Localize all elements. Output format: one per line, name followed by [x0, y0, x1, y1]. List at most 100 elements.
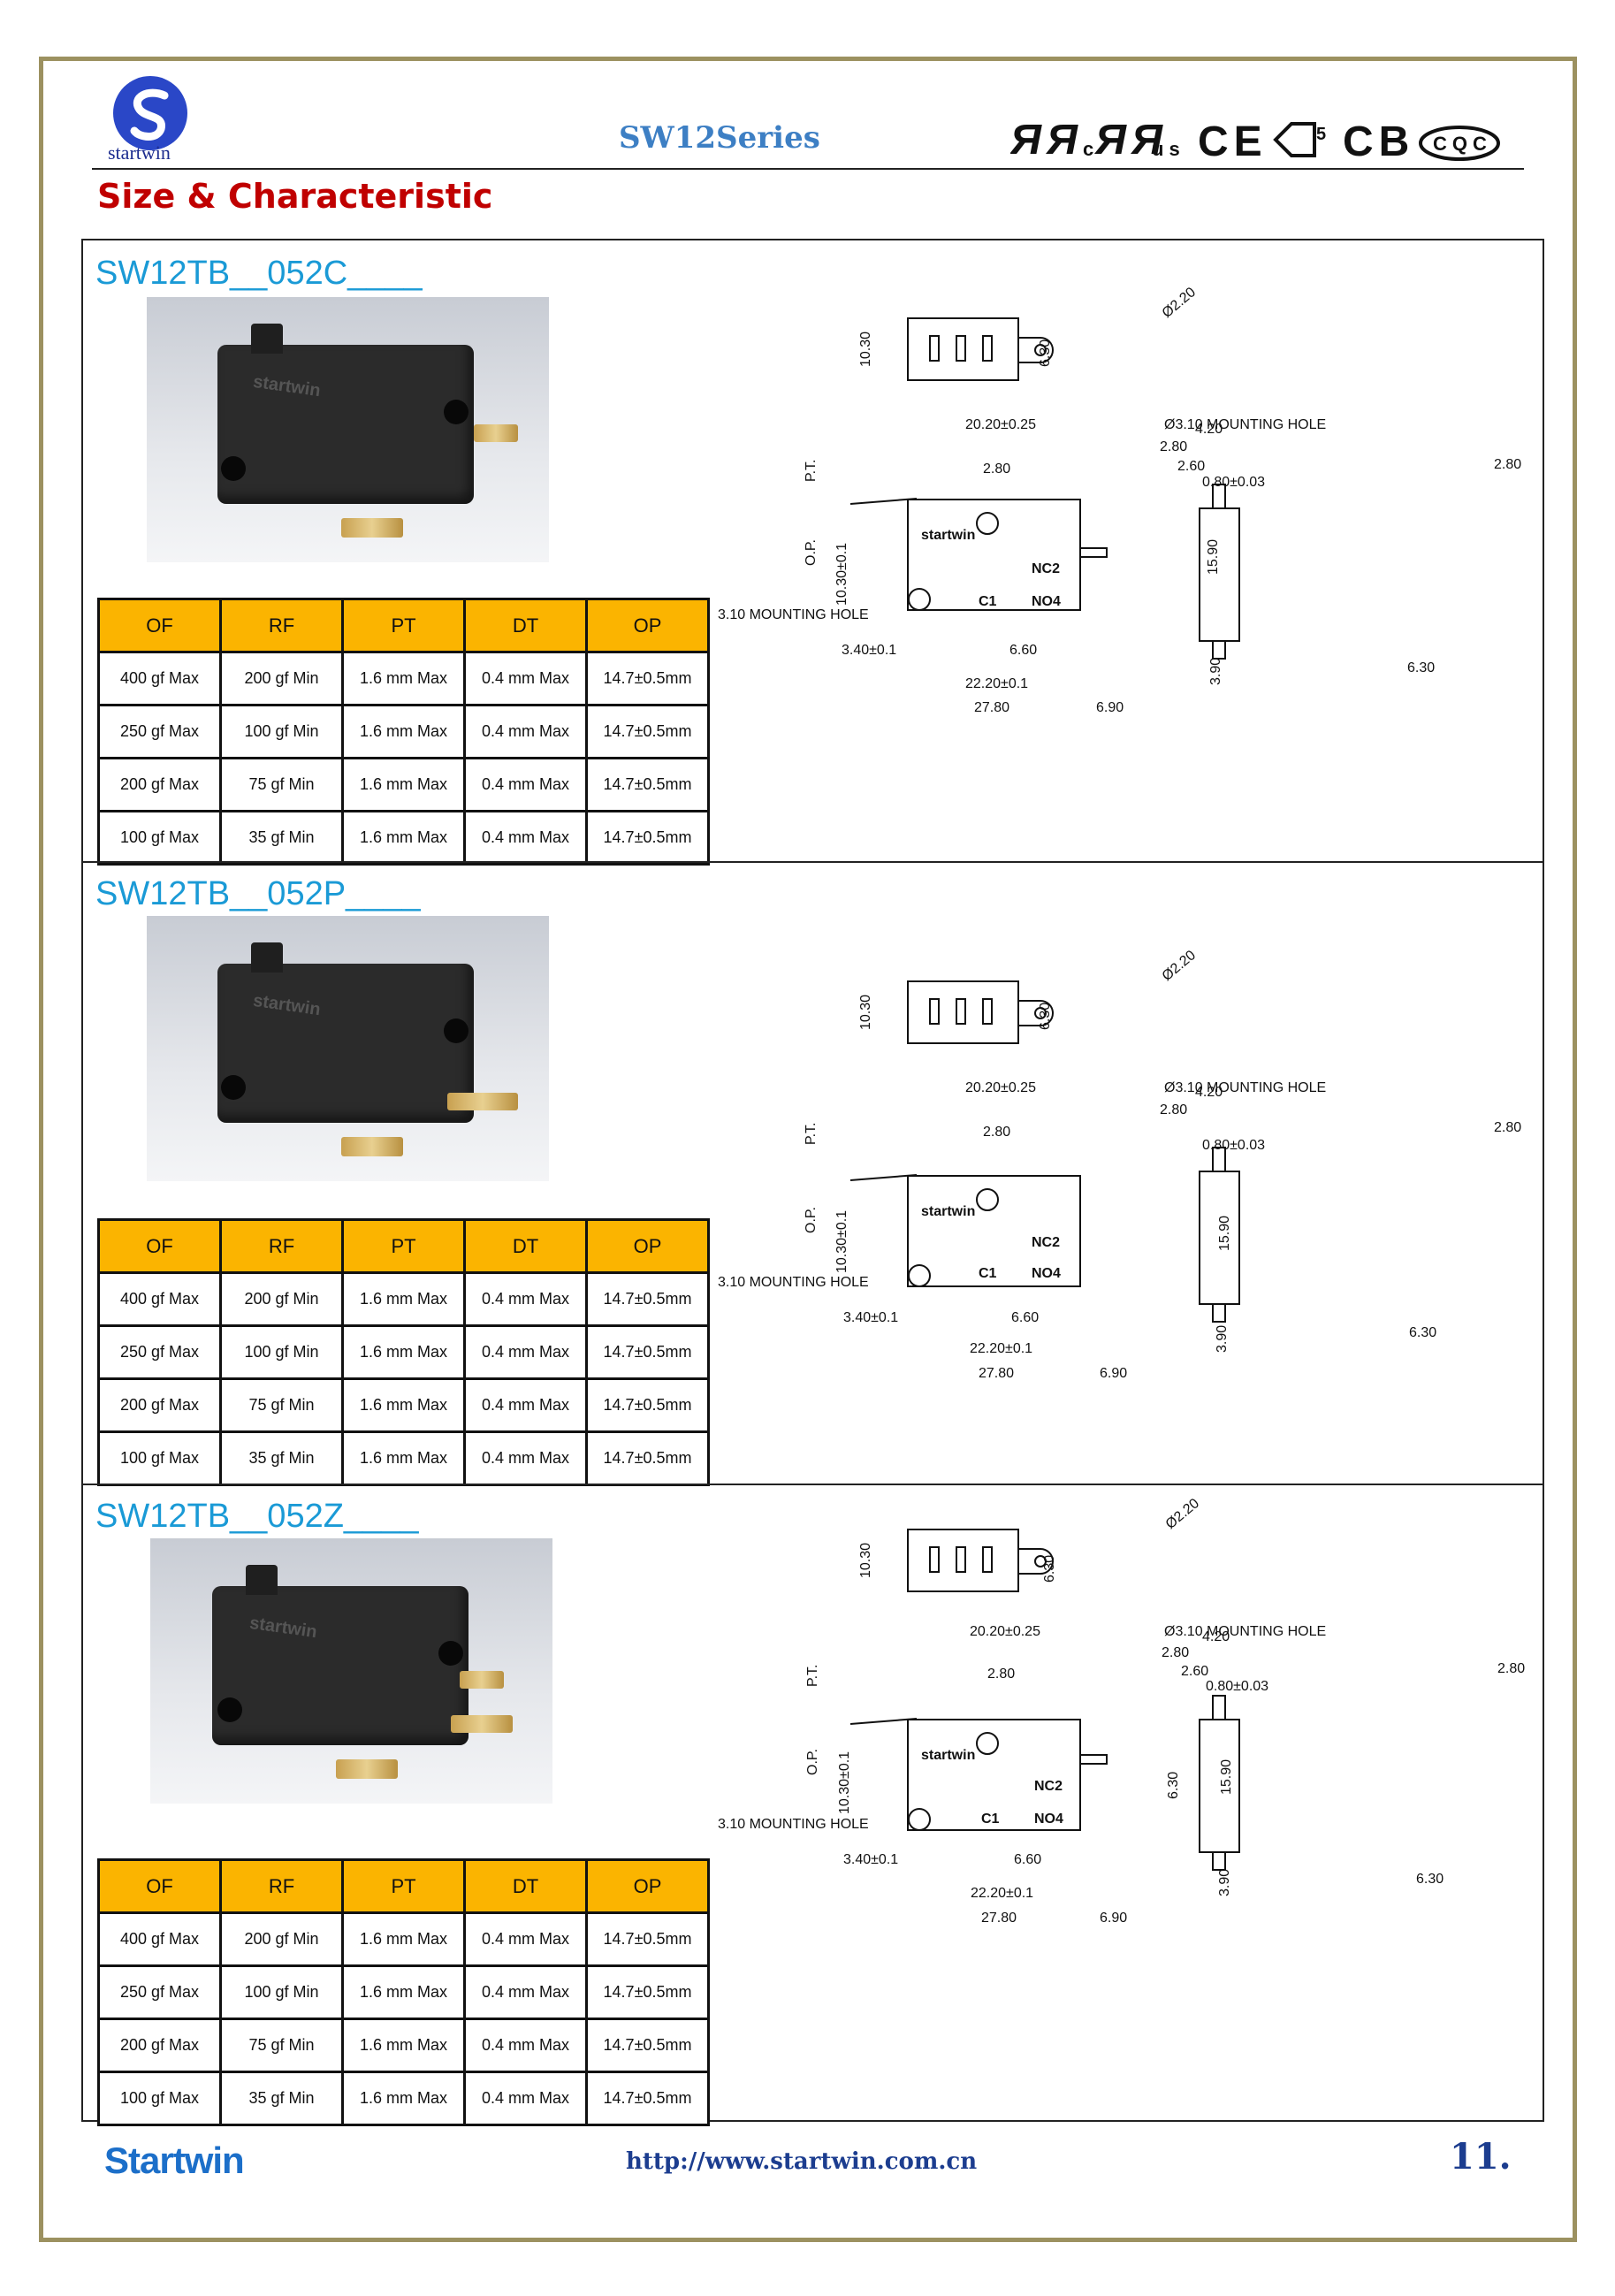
cell-dt: 0.4 mm Max: [463, 1911, 588, 1967]
model-name: SW12TB__052Z____: [95, 1498, 419, 1535]
cell-of: 100 gf Max: [97, 810, 222, 866]
table-row: 250 gf Max 100 gf Min 1.6 mm Max 0.4 mm …: [97, 1964, 710, 2020]
svg-text:C1: C1: [979, 594, 997, 609]
product-photo: startwin: [147, 297, 549, 562]
series-title: SW12Series: [619, 120, 820, 156]
header-of: OF: [97, 1858, 222, 1914]
svg-text:6.30: 6.30: [1166, 1772, 1181, 1799]
svg-text:5: 5: [1316, 125, 1331, 144]
svg-text:2.80: 2.80: [1160, 1102, 1187, 1117]
cell-dt: 0.4 mm Max: [463, 1377, 588, 1433]
product-panel-052z: [81, 1484, 1544, 2122]
svg-text:20.20±0.25: 20.20±0.25: [965, 417, 1036, 432]
svg-text:2.80: 2.80: [987, 1667, 1015, 1682]
cell-rf: 75 gf Min: [219, 2018, 344, 2073]
cell-op: 14.7±0.5mm: [585, 1430, 710, 1486]
cell-rf: 200 gf Min: [219, 1911, 344, 1967]
svg-text:us: us: [1152, 138, 1185, 160]
startwin-logo-icon: [113, 76, 187, 150]
svg-text:CE: CE: [1198, 118, 1268, 165]
logo-text: startwin: [108, 141, 171, 164]
svg-text:2.80: 2.80: [1160, 439, 1187, 454]
svg-text:3.40±0.1: 3.40±0.1: [843, 1310, 898, 1325]
cell-of: 200 gf Max: [97, 757, 222, 812]
svg-text:2.80: 2.80: [1494, 1120, 1521, 1135]
dimension-drawing: Ø2.20 10.30 6.30 20.20±0.25 Ø3.10 MOUNTI…: [718, 948, 1521, 1381]
section-title: Size & Characteristic: [97, 177, 493, 216]
cell-op: 14.7±0.5mm: [585, 1377, 710, 1433]
header-divider: [92, 168, 1524, 170]
cell-dt: 0.4 mm Max: [463, 2071, 588, 2126]
cell-of: 100 gf Max: [97, 2071, 222, 2126]
svg-text:2.80: 2.80: [983, 1125, 1010, 1140]
svg-text:NO4: NO4: [1034, 1812, 1063, 1827]
table-row: 100 gf Max 35 gf Min 1.6 mm Max 0.4 mm M…: [97, 810, 710, 866]
cell-dt: 0.4 mm Max: [463, 810, 588, 866]
header-op: OP: [585, 598, 710, 653]
table-row: 250 gf Max 100 gf Min 1.6 mm Max 0.4 mm …: [97, 1324, 710, 1380]
svg-text:P.T.: P.T.: [804, 1123, 819, 1146]
svg-text:2.80: 2.80: [1497, 1661, 1525, 1676]
svg-text:6.30: 6.30: [1038, 1003, 1053, 1030]
svg-text:NO4: NO4: [1032, 1266, 1061, 1281]
svg-text:6.90: 6.90: [1100, 1366, 1127, 1381]
svg-text:2.80: 2.80: [1494, 457, 1521, 472]
svg-text:6.30: 6.30: [1409, 1325, 1436, 1340]
cell-pt: 1.6 mm Max: [341, 1430, 466, 1486]
product-photo: startwin: [147, 916, 549, 1181]
cell-op: 14.7±0.5mm: [585, 1911, 710, 1967]
cell-pt: 1.6 mm Max: [341, 810, 466, 866]
svg-text:15.90: 15.90: [1206, 539, 1221, 575]
header-op: OP: [585, 1858, 710, 1914]
svg-text:3.10 MOUNTING HOLE: 3.10 MOUNTING HOLE: [718, 607, 869, 622]
cell-rf: 35 gf Min: [219, 810, 344, 866]
svg-text:c: c: [1083, 138, 1099, 160]
cell-pt: 1.6 mm Max: [341, 704, 466, 759]
svg-text:6.60: 6.60: [1014, 1852, 1041, 1867]
table-row: 200 gf Max 75 gf Min 1.6 mm Max 0.4 mm M…: [97, 757, 710, 812]
header-dt: DT: [463, 598, 588, 653]
svg-text:O.P.: O.P.: [805, 1749, 820, 1775]
page-number: 11.: [1450, 2136, 1512, 2178]
cell-op: 14.7±0.5mm: [585, 651, 710, 706]
svg-text:Ø3.10 MOUNTING HOLE: Ø3.10 MOUNTING HOLE: [1164, 1624, 1326, 1639]
svg-text:20.20±0.25: 20.20±0.25: [965, 1080, 1036, 1095]
dimension-drawing: Ø2.20 10.30 6.30 20.20±0.25 Ø3.10 MOUNTI…: [718, 1496, 1525, 1926]
footer-url-link[interactable]: http://www.startwin.com.cn: [626, 2148, 978, 2175]
svg-text:startwin: startwin: [921, 1748, 975, 1763]
dimension-drawing: Ø2.20 10.30 6.30 20.20±0.25 Ø3.10 MOUNTI…: [718, 285, 1521, 715]
header-pt: PT: [341, 598, 466, 653]
cell-of: 100 gf Max: [97, 1430, 222, 1486]
svg-text:6.90: 6.90: [1096, 700, 1124, 715]
model-name: SW12TB__052P____: [95, 875, 421, 912]
svg-text:3.10 MOUNTING HOLE: 3.10 MOUNTING HOLE: [718, 1275, 869, 1290]
cell-dt: 0.4 mm Max: [463, 1964, 588, 2020]
svg-text:22.20±0.1: 22.20±0.1: [965, 676, 1028, 691]
table-row: 200 gf Max 75 gf Min 1.6 mm Max 0.4 mm M…: [97, 1377, 710, 1433]
header-pt: PT: [341, 1858, 466, 1914]
cell-dt: 0.4 mm Max: [463, 704, 588, 759]
svg-text:10.30: 10.30: [858, 332, 873, 367]
svg-text:3.40±0.1: 3.40±0.1: [842, 643, 896, 658]
cell-op: 14.7±0.5mm: [585, 1271, 710, 1327]
svg-text:2.80: 2.80: [1162, 1645, 1189, 1660]
cell-op: 14.7±0.5mm: [585, 757, 710, 812]
svg-text:3.90: 3.90: [1208, 658, 1223, 685]
cell-pt: 1.6 mm Max: [341, 1271, 466, 1327]
svg-text:C1: C1: [981, 1812, 1000, 1827]
cell-of: 400 gf Max: [97, 651, 222, 706]
svg-text:20.20±0.25: 20.20±0.25: [970, 1624, 1040, 1639]
cell-rf: 200 gf Min: [219, 1271, 344, 1327]
cell-pt: 1.6 mm Max: [341, 757, 466, 812]
cell-op: 14.7±0.5mm: [585, 1324, 710, 1380]
cell-of: 250 gf Max: [97, 1324, 222, 1380]
svg-text:3.40±0.1: 3.40±0.1: [843, 1852, 898, 1867]
footer-brand: Startwin: [104, 2140, 245, 2181]
cell-of: 400 gf Max: [97, 1271, 222, 1327]
svg-text:Ø3.10 MOUNTING HOLE: Ø3.10 MOUNTING HOLE: [1164, 1080, 1326, 1095]
svg-text:0.80±0.03: 0.80±0.03: [1202, 1138, 1265, 1153]
svg-text:0.80±0.03: 0.80±0.03: [1202, 475, 1265, 490]
header-of: OF: [97, 598, 222, 653]
svg-text:22.20±0.1: 22.20±0.1: [971, 1886, 1033, 1901]
cell-op: 14.7±0.5mm: [585, 1964, 710, 2020]
